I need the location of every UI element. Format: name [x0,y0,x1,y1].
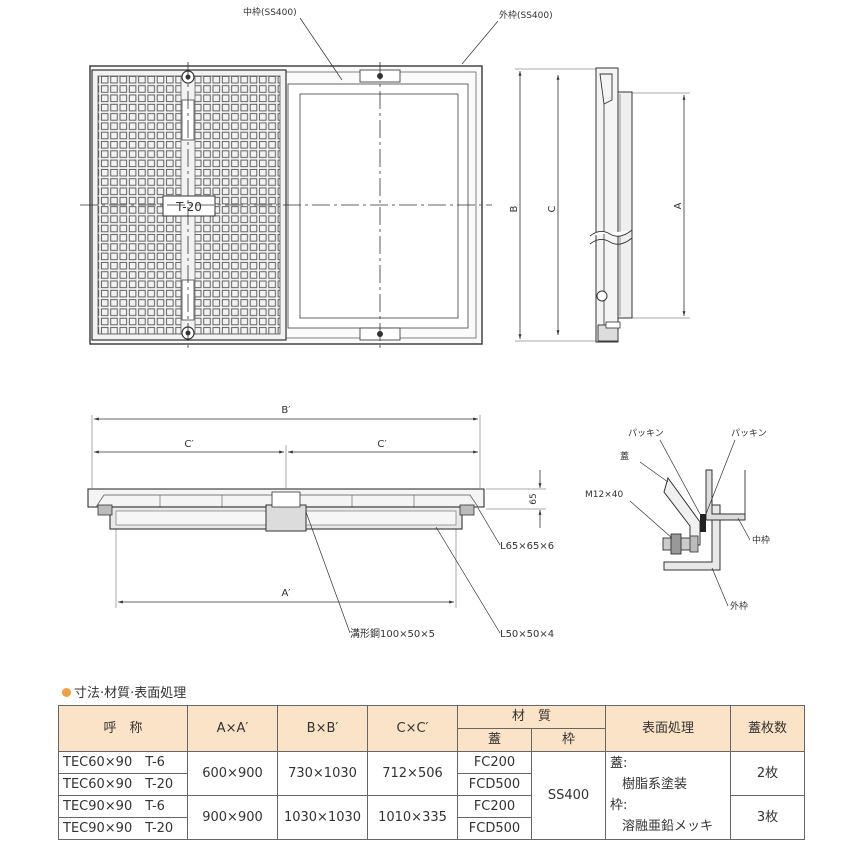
header-AxA: A×A′ [187,705,278,752]
cell-cover-material: FCD500 [457,773,532,796]
spec-table: 呼 称 A×A′ B×B′ C×C′ 材 質 表面処理 蓋枚数 蓋 枠 TEC6… [58,705,805,840]
cell-AxA: 600×900 [187,751,278,796]
table-row-name: TEC60×90 T-6 [58,751,188,774]
cell-count: 3枚 [730,795,805,840]
cover-tag: T-20 [175,200,202,214]
table-row-name: TEC60×90 T-20 [58,773,188,796]
cell-cover-material: FC200 [457,751,532,774]
dim-B-prime: B′ [281,405,291,416]
inner-frame-label: 中枠(SS400) [243,6,297,18]
cell-cover-material: FC200 [457,795,532,818]
cell-cover-material: FCD500 [457,817,532,840]
dim-C: C [547,205,558,212]
plan-view: T-20 中枠(SS400) 外枠(SS400) [80,6,553,350]
cell-BxB: 730×1030 [277,751,368,796]
packing-right-label: パッキン [731,428,767,439]
header-name: 呼 称 [58,705,188,752]
packing-left-label: パッキン [628,428,664,439]
bolt-label: M12×40 [585,490,623,500]
table-row-name: TEC90×90 T-6 [58,795,188,818]
surface-line: 枠: [610,797,628,813]
inner-frame-detail-label: 中枠 [752,534,770,546]
detail-view: パッキン パッキン 蓋 M12×40 中枠 外枠 [585,428,770,612]
cover-tag-box [162,195,216,217]
header-count: 蓋枚数 [730,705,805,752]
channel-label: 溝形鋼100×50×5 [350,627,435,640]
cell-CxC: 1010×335 [367,795,458,840]
cell-surface: 蓋: 樹脂系塗装 枠: 溶融亜鉛メッキ [605,751,731,840]
section-view: B′ C′ C′ 65 A′ L65×65×6 溝形鋼100×50×5 [87,405,554,640]
outer-frame-detail-label: 外枠 [730,600,748,612]
header-surface: 表面処理 [605,705,731,752]
header-material: 材 質 [457,705,606,729]
angle-L65-label: L65×65×6 [500,541,554,552]
dim-C-prime-right: C′ [377,439,387,450]
dim-65: 65 [529,493,539,504]
cell-CxC: 712×506 [367,751,458,796]
angle-L50-label: L50×50×4 [500,629,554,640]
table-row-name: TEC90×90 T-20 [58,817,188,840]
header-BxB: B×B′ [277,705,368,752]
surface-line: 溶融亜鉛メッキ [622,818,714,834]
header-cover: 蓋 [457,728,532,752]
cover-label: 蓋 [620,450,629,462]
outer-frame-label: 外枠(SS400) [499,9,553,21]
dim-A: A [673,202,684,209]
technical-drawing: T-20 中枠(SS400) 外枠(SS400) B C A [80,6,770,640]
dim-B: B [509,205,520,212]
section-title: 寸法·材質·表面処理 [62,682,186,701]
cell-AxA: 900×900 [187,795,278,840]
surface-line: 樹脂系塗装 [622,776,688,792]
cell-count: 2枚 [730,751,805,796]
cell-frame-material: SS400 [531,751,606,840]
bullet-icon [62,688,71,697]
dim-A-prime: A′ [281,588,291,599]
header-frame: 枠 [531,728,606,752]
surface-line: 蓋: [610,755,628,771]
side-view: B C A [509,67,690,343]
cell-BxB: 1030×1030 [277,795,368,840]
dim-C-prime-left: C′ [184,439,194,450]
header-CxC: C×C′ [367,705,458,752]
